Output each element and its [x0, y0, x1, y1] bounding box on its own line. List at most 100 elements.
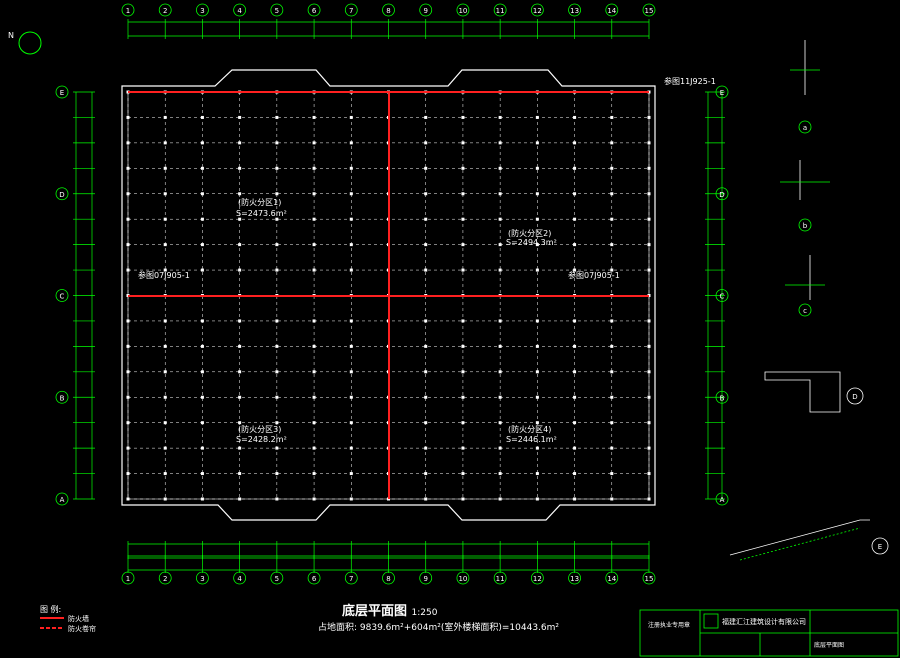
axis-bottom-6: 6 [312, 575, 317, 583]
axis-left-D: D [59, 191, 64, 199]
axis-left-B: B [60, 394, 65, 402]
title-block-drawing-name: 底层平面图 [814, 642, 845, 649]
axis-bottom-3: 3 [200, 575, 204, 583]
axis-bottom-2: 2 [163, 575, 167, 583]
firewalls [128, 91, 649, 499]
axis-left-E: E [60, 89, 64, 97]
legend-heading: 图 例: [40, 605, 62, 614]
axis-bottom-7-bubble [344, 571, 358, 585]
axis-top-15: 15 [645, 7, 654, 15]
axis-right-D-bubble [715, 187, 729, 201]
axis-right-B: B [720, 394, 725, 402]
legend-swatches [40, 617, 64, 629]
axis-left-E-bubble [55, 85, 69, 99]
axis-top-2: 2 [163, 7, 167, 15]
axis-right-B-bubble [715, 390, 729, 404]
axis-left-C-bubble [55, 289, 69, 302]
svg-text:N: N [8, 31, 14, 40]
axis-bottom-4: 4 [237, 575, 242, 583]
axis-right-E-bubble [715, 85, 729, 99]
room-2-name: (防火分区2) [508, 229, 552, 238]
room-4-area: S=2446.1m² [506, 435, 557, 444]
plan-area-summary: 占地面积: 9839.6m²+604m²(室外楼梯面积)=10443.6m² [318, 623, 560, 633]
axis-top-5: 5 [275, 7, 279, 15]
axis-top-10-bubble [456, 3, 470, 17]
ref-left: 参图07J905-1 [138, 271, 190, 280]
axis-top-15-bubble [642, 3, 656, 17]
axis-right-C-bubble [715, 289, 729, 302]
axis-bottom-9-bubble [419, 571, 433, 585]
axis-top-5-bubble [270, 3, 284, 17]
axis-bottom-13-bubble [568, 571, 581, 585]
axis-bottom-4-bubble [233, 571, 247, 585]
axis-bottom-12-bubble [530, 571, 544, 585]
axis-top-10: 10 [458, 7, 467, 15]
axis-right-D: D [719, 191, 724, 199]
axis-left-C: C [60, 293, 65, 301]
axis-top-8-bubble [382, 3, 395, 17]
axis-right-E: E [720, 89, 724, 97]
axis-top-7: 7 [349, 7, 353, 15]
room-4-name: (防火分区4) [508, 425, 552, 434]
axis-top-9-bubble [419, 3, 433, 17]
plan-title: 底层平面图 1:250 [342, 604, 438, 619]
axis-bottom-14: 14 [607, 575, 616, 583]
axis-top-4: 4 [237, 7, 242, 15]
axis-top-3: 3 [200, 7, 204, 15]
axis-top-11: 11 [496, 7, 505, 15]
axis-right-C: C [720, 293, 725, 301]
axis-bottom-1: 1 [126, 575, 130, 583]
axis-top-12-bubble [530, 3, 544, 17]
axis-bottom-1-bubble [121, 571, 135, 585]
axis-right-A-bubble [715, 492, 729, 506]
axis-top-3-bubble [196, 3, 209, 17]
axis-bottom-7: 7 [349, 575, 353, 583]
detail-label-c: c [803, 307, 807, 315]
axis-top-6-bubble [307, 3, 321, 17]
detail-label-b: b [803, 222, 808, 230]
ref-top-right: 参图11J925-1 [664, 77, 716, 86]
axis-top-2-bubble [158, 3, 172, 17]
axis-left-D-bubble [55, 187, 69, 201]
axis-bottom-10: 10 [458, 575, 467, 583]
title-block [639, 609, 899, 657]
axis-left-A: A [60, 496, 65, 504]
axis-left-A-bubble [55, 492, 69, 506]
axis-top-7-bubble [344, 3, 358, 17]
title-block-stamp: 注册执业专用章 [648, 622, 691, 629]
axis-top-12: 12 [533, 7, 542, 15]
axis-top-9: 9 [423, 7, 427, 15]
room-2-area: S=2494.3m² [506, 238, 557, 247]
axis-top-8: 8 [386, 7, 390, 15]
axis-bottom-11: 11 [496, 575, 505, 583]
detail-label-D: D [852, 393, 857, 401]
axis-bottom-15-bubble [642, 571, 656, 585]
axis-bottom-8: 8 [386, 575, 390, 583]
axis-bottom-3-bubble [196, 571, 209, 585]
axis-bubbles: 1122334455667788991010111112121313141415… [55, 3, 882, 585]
detail-label-E: E [878, 543, 882, 551]
axis-bottom-13: 13 [570, 575, 579, 583]
axis-bottom-15: 15 [645, 575, 654, 583]
legend-item-firewall: 防火墙 [68, 615, 89, 623]
axis-bottom-5-bubble [270, 571, 284, 585]
axis-top-13: 13 [570, 7, 579, 15]
axis-bottom-2-bubble [158, 571, 172, 585]
axis-right-A: A [720, 496, 725, 504]
axis-top-11-bubble [493, 3, 507, 17]
axis-bottom-8-bubble [382, 571, 395, 585]
axis-top-1: 1 [126, 7, 130, 15]
ref-right: 参图07J905-1 [568, 271, 620, 280]
title-block-company: 福建汇江建筑设计有限公司 [722, 618, 806, 626]
axis-top-14-bubble [605, 3, 619, 17]
room-1-area: S=2473.6m² [236, 209, 287, 218]
axis-top-4-bubble [233, 3, 247, 17]
detail-views [729, 40, 889, 561]
room-3-name: (防火分区3) [238, 425, 282, 434]
dimension-lines [73, 19, 725, 573]
axis-top-1-bubble [121, 3, 135, 17]
room-3-area: S=2428.2m² [236, 435, 287, 444]
axis-top-6: 6 [312, 7, 317, 15]
axis-bottom-12: 12 [533, 575, 542, 583]
